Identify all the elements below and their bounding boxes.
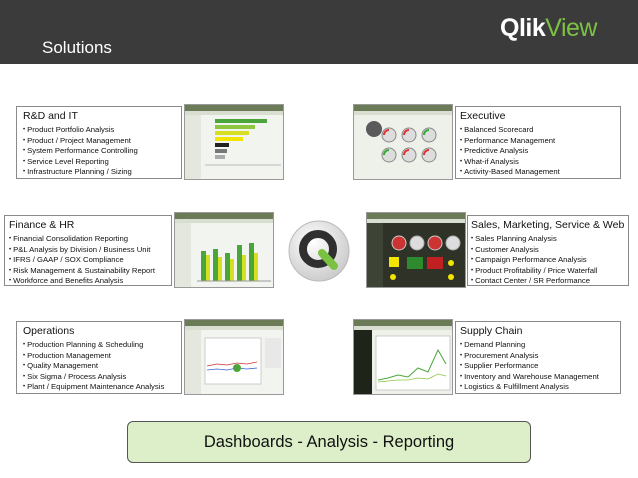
section-title: Supply Chain <box>460 325 523 337</box>
section-executive: Executive •Balanced Scorecard •Performan… <box>455 106 621 179</box>
supply-chain-dashboard-thumbnail <box>353 319 453 395</box>
list-item: •Risk Management & Sustainability Report <box>9 265 155 275</box>
section-title: Operations <box>23 325 75 337</box>
gauge-icon <box>366 121 437 163</box>
section-list: •Financial Consolidation Reporting •P&L … <box>9 234 171 287</box>
list-item: •Sales Planning Analysis <box>471 234 557 243</box>
list-item: •Production Planning & Scheduling <box>23 340 144 349</box>
page-title: Solutions <box>42 38 112 57</box>
list-item: •Service Level Reporting <box>23 156 109 166</box>
list-item: •Supplier Performance <box>460 361 539 370</box>
list-item: •Inventory and Warehouse Management <box>460 371 599 381</box>
list-item: •Logistics & Fulfillment Analysis <box>460 382 569 391</box>
list-item: •Production Management <box>23 350 111 360</box>
list-item: •Customer Analysis <box>471 244 539 254</box>
dashboards-analysis-reporting-banner: Dashboards - Analysis - Reporting <box>127 421 531 463</box>
line-chart-icon <box>375 335 451 391</box>
list-item: •Contact Center / SR Performance <box>471 276 591 285</box>
rd-it-dashboard-thumbnail <box>184 104 284 180</box>
section-sales-marketing: Sales, Marketing, Service & Web •Sales P… <box>467 215 629 286</box>
list-item: •Performance Management <box>460 135 556 145</box>
list-item: •Activity-Based Management <box>460 167 560 176</box>
section-list: •Balanced Scorecard •Performance Managem… <box>460 125 620 178</box>
list-item: •IFRS / GAAP / SOX Compliance <box>9 255 124 264</box>
section-list: •Production Planning & Scheduling •Produ… <box>23 340 181 393</box>
list-item: •Financial Consolidation Reporting <box>9 234 129 243</box>
list-item: •Product Portfolio Analysis <box>23 125 115 134</box>
list-item: •System Performance Controlling <box>23 146 138 155</box>
list-item: •P&L Analysis by Division / Business Uni… <box>9 244 151 254</box>
section-list: •Product Portfolio Analysis •Product / P… <box>23 125 181 178</box>
header-bar: Solutions QlikView <box>0 0 638 64</box>
list-item: •Quality Management <box>23 361 99 370</box>
section-operations: Operations •Production Planning & Schedu… <box>16 321 182 394</box>
list-item: •Campaign Performance Analysis <box>471 255 587 264</box>
list-item: •Workforce and Benefits Analysis <box>9 276 124 285</box>
list-item: •Demand Planning <box>460 340 526 349</box>
list-item: •Plant / Equipment Maintenance Analysis <box>23 382 165 391</box>
list-item: •Six Sigma / Process Analysis <box>23 371 127 381</box>
finance-hr-dashboard-thumbnail <box>174 212 274 288</box>
section-list: •Sales Planning Analysis •Customer Analy… <box>471 234 628 287</box>
qlikview-logo: QlikView <box>500 14 597 42</box>
operations-dashboard-thumbnail <box>184 319 284 395</box>
list-item: •Infrastructure Planning / Sizing <box>23 167 132 176</box>
section-rd-it: R&D and IT •Product Portfolio Analysis •… <box>16 106 182 179</box>
list-item: •What-if Analysis <box>460 156 519 166</box>
line-chart-icon <box>204 337 281 385</box>
section-supply-chain: Supply Chain •Demand Planning •Procureme… <box>455 321 621 394</box>
list-item: •Predictive Analysis <box>460 146 529 155</box>
list-item: •Procurement Analysis <box>460 350 539 360</box>
section-title: Executive <box>460 110 506 122</box>
sales-dashboard-thumbnail <box>366 212 466 288</box>
section-title: Sales, Marketing, Service & Web <box>471 219 625 231</box>
executive-dashboard-thumbnail <box>353 104 453 180</box>
section-finance-hr: Finance & HR •Financial Consolidation Re… <box>4 215 172 286</box>
bar-chart-icon <box>205 119 281 166</box>
section-list: •Demand Planning •Procurement Analysis •… <box>460 340 620 393</box>
list-item: •Balanced Scorecard <box>460 125 534 134</box>
qlikview-q-logo-icon <box>288 220 350 282</box>
list-item: •Product Profitability / Price Waterfall <box>471 265 598 275</box>
section-title: R&D and IT <box>23 110 78 122</box>
list-item: •Product / Project Management <box>23 135 131 145</box>
bar-chart-icon <box>197 243 271 282</box>
section-title: Finance & HR <box>9 219 75 231</box>
kpi-gauge-icon <box>389 235 461 280</box>
